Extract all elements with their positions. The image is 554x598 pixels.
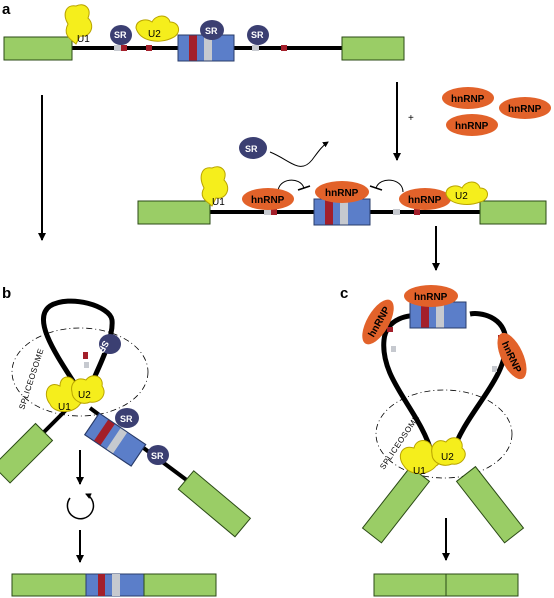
splice-site-red (271, 209, 277, 215)
mrna-exon-left-c (373, 573, 447, 597)
u2-snrnp-middle (445, 181, 488, 205)
inhibition-arc (277, 179, 305, 193)
splice-site-grey (264, 209, 271, 215)
u2-snrnp-b (71, 375, 105, 404)
splice-site-grey (391, 346, 396, 352)
exon-left-c-rect (361, 465, 431, 544)
spliceosome-outline-b (11, 327, 149, 417)
panel-b: b SPLICEOSOME U1 U2 SR SR SR (0, 285, 252, 597)
hnrnp-bound (399, 188, 451, 210)
splice-site-red (414, 209, 420, 215)
sr-label: SR (245, 144, 258, 154)
mrna-exon-right-b (143, 573, 217, 597)
mrna-exon-right-c (445, 573, 519, 597)
u1-snrnp-top (64, 4, 93, 45)
sr-label: SR (114, 30, 127, 40)
hnrnp-label: hnRNP (325, 188, 359, 199)
sr-protein (115, 408, 139, 428)
splice-site-grey (84, 362, 89, 368)
panel-label-b: b (2, 285, 11, 302)
splice-site-red (146, 45, 152, 51)
u1-label: U1 (413, 466, 426, 477)
sr-label: SR (251, 30, 264, 40)
inhibition-bar (297, 185, 311, 191)
u2-label: U2 (148, 29, 161, 40)
hnrnp-protein (446, 114, 498, 136)
hnrnp-bound (497, 332, 527, 380)
hnrnp-bound (315, 181, 369, 203)
sr-label: SR (205, 26, 218, 36)
u1-label: U1 (212, 197, 225, 208)
spliceosome-label-b: SPLICEOSOME (17, 347, 45, 410)
exon-right-rect (177, 470, 252, 538)
splice-site-grey (114, 45, 121, 51)
hnrnp-bound (404, 285, 458, 307)
hnrnp-label: hnRNP (414, 292, 448, 303)
hnrnp-label: hnRNP (508, 104, 542, 115)
sr-protein (147, 445, 169, 465)
mrna-exon-left-b (11, 573, 87, 597)
top-exon-left (3, 36, 73, 61)
intron-lariat-b (41, 298, 115, 394)
hnrnp-label: hnRNP (455, 121, 489, 132)
hnrnp-label: hnRNP (451, 94, 485, 105)
panel-label-c: c (340, 285, 348, 302)
splice-site-red (281, 45, 287, 51)
sr-protein (200, 20, 224, 40)
exon-right-b (177, 470, 252, 538)
u2-label: U2 (455, 191, 468, 202)
inc-exon-grey (112, 574, 120, 596)
hnrnp-bound (242, 188, 294, 210)
splice-site-red (83, 352, 88, 359)
panel-a: a U1 U2 SR SR SR + hnRNP hnRNP (2, 1, 551, 271)
u1-label: U1 (77, 34, 90, 45)
splice-site-grey (393, 209, 400, 215)
exon-left-c (361, 465, 431, 544)
middle-exon-right (479, 200, 547, 225)
intron-loop-left-c (381, 313, 435, 455)
sr-protein (99, 334, 121, 354)
u2-snrnp-top (135, 15, 179, 42)
panel-c: c SPLICEOSOME hnRNP hnRNP hnRNP U1 U2 (340, 285, 527, 597)
top-exon-right (341, 36, 405, 61)
inc-exon-red (98, 574, 105, 596)
u2-label: U2 (441, 452, 454, 463)
circular-lariat-icon (66, 493, 95, 520)
middle-exon-left (137, 200, 211, 225)
inhibition-arc (375, 179, 404, 193)
intron-segment (42, 406, 70, 434)
splice-site-grey (492, 366, 497, 372)
mrna-included-exon (85, 573, 145, 597)
hnrnp-label: hnRNP (408, 195, 442, 206)
sr-protein (110, 25, 132, 45)
u2-label: U2 (78, 390, 91, 401)
exon-left-rect (0, 422, 54, 484)
sr-label: SR (120, 414, 133, 424)
u1-label: U1 (58, 402, 71, 413)
splice-site-red (387, 327, 393, 332)
plus-sign: + (408, 113, 414, 124)
hnrnp-protein (442, 87, 494, 109)
exon-right-c (455, 465, 525, 544)
u2-snrnp-c (431, 437, 466, 466)
hnrnp-label: hnRNP (251, 195, 285, 206)
sr-displacement-arrow (269, 141, 329, 167)
hnrnp-bound (362, 299, 394, 345)
inhibition-bar (369, 185, 383, 191)
sr-protein (247, 25, 269, 45)
hnrnp-protein (499, 97, 551, 119)
intron-loop-right-c (449, 311, 509, 455)
panel-label-a: a (2, 1, 11, 18)
splice-site-grey (252, 45, 259, 51)
sr-protein-free (239, 137, 267, 159)
spliceosome-outline-c (375, 389, 513, 479)
splice-site-red (121, 45, 127, 51)
exon-right-c-rect (455, 465, 525, 544)
sr-label: SR (151, 451, 164, 461)
u1-snrnp-middle (200, 166, 229, 207)
exon-left-b (0, 422, 54, 484)
alternative-exon-top (177, 34, 235, 62)
